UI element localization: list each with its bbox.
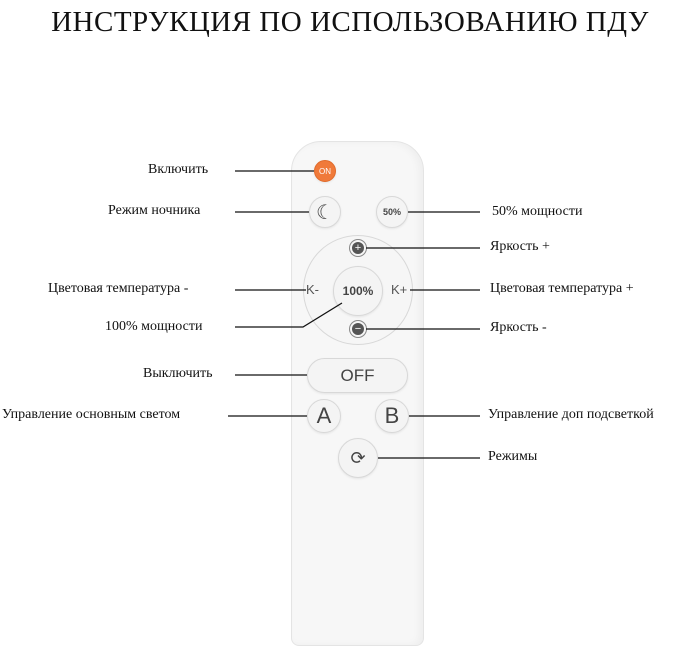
label-temp-up: Цветовая температура + [490, 281, 634, 296]
b-button[interactable]: B [375, 399, 409, 433]
a-button[interactable]: A [307, 399, 341, 433]
label-bright-down: Яркость - [490, 320, 547, 335]
temp-down-button[interactable]: K- [306, 282, 319, 297]
label-main-light: Управление основным светом [2, 407, 181, 422]
remote-body [291, 141, 424, 646]
label-on: Включить [148, 162, 209, 177]
off-button[interactable]: OFF [307, 358, 408, 393]
brightness-down-icon[interactable]: − [352, 323, 364, 335]
modes-button[interactable]: ⟳ [338, 438, 378, 478]
label-night: Режим ночника [108, 203, 201, 218]
half-power-button[interactable]: 50% [376, 196, 408, 228]
label-bright-up: Яркость + [490, 239, 550, 254]
full-power-button[interactable]: 100% [333, 266, 383, 316]
label-modes: Режимы [488, 449, 538, 464]
moon-icon: ☾ [316, 201, 334, 224]
temp-up-button[interactable]: K+ [391, 282, 408, 297]
on-button[interactable]: ON [314, 160, 336, 182]
label-off: Выключить [143, 366, 213, 381]
page-title: ИНСТРУКЦИЯ ПО ИСПОЛЬЗОВАНИЮ ПДУ [51, 6, 649, 38]
label-temp-down: Цветовая температура - [48, 281, 189, 296]
refresh-icon: ⟳ [350, 447, 366, 468]
label-half: 50% мощности [492, 204, 583, 219]
label-full: 100% мощности [105, 319, 203, 334]
label-extra-light: Управление доп подсветкой [488, 407, 654, 422]
night-mode-button[interactable]: ☾ [309, 196, 341, 228]
brightness-up-icon[interactable]: + [352, 242, 364, 254]
